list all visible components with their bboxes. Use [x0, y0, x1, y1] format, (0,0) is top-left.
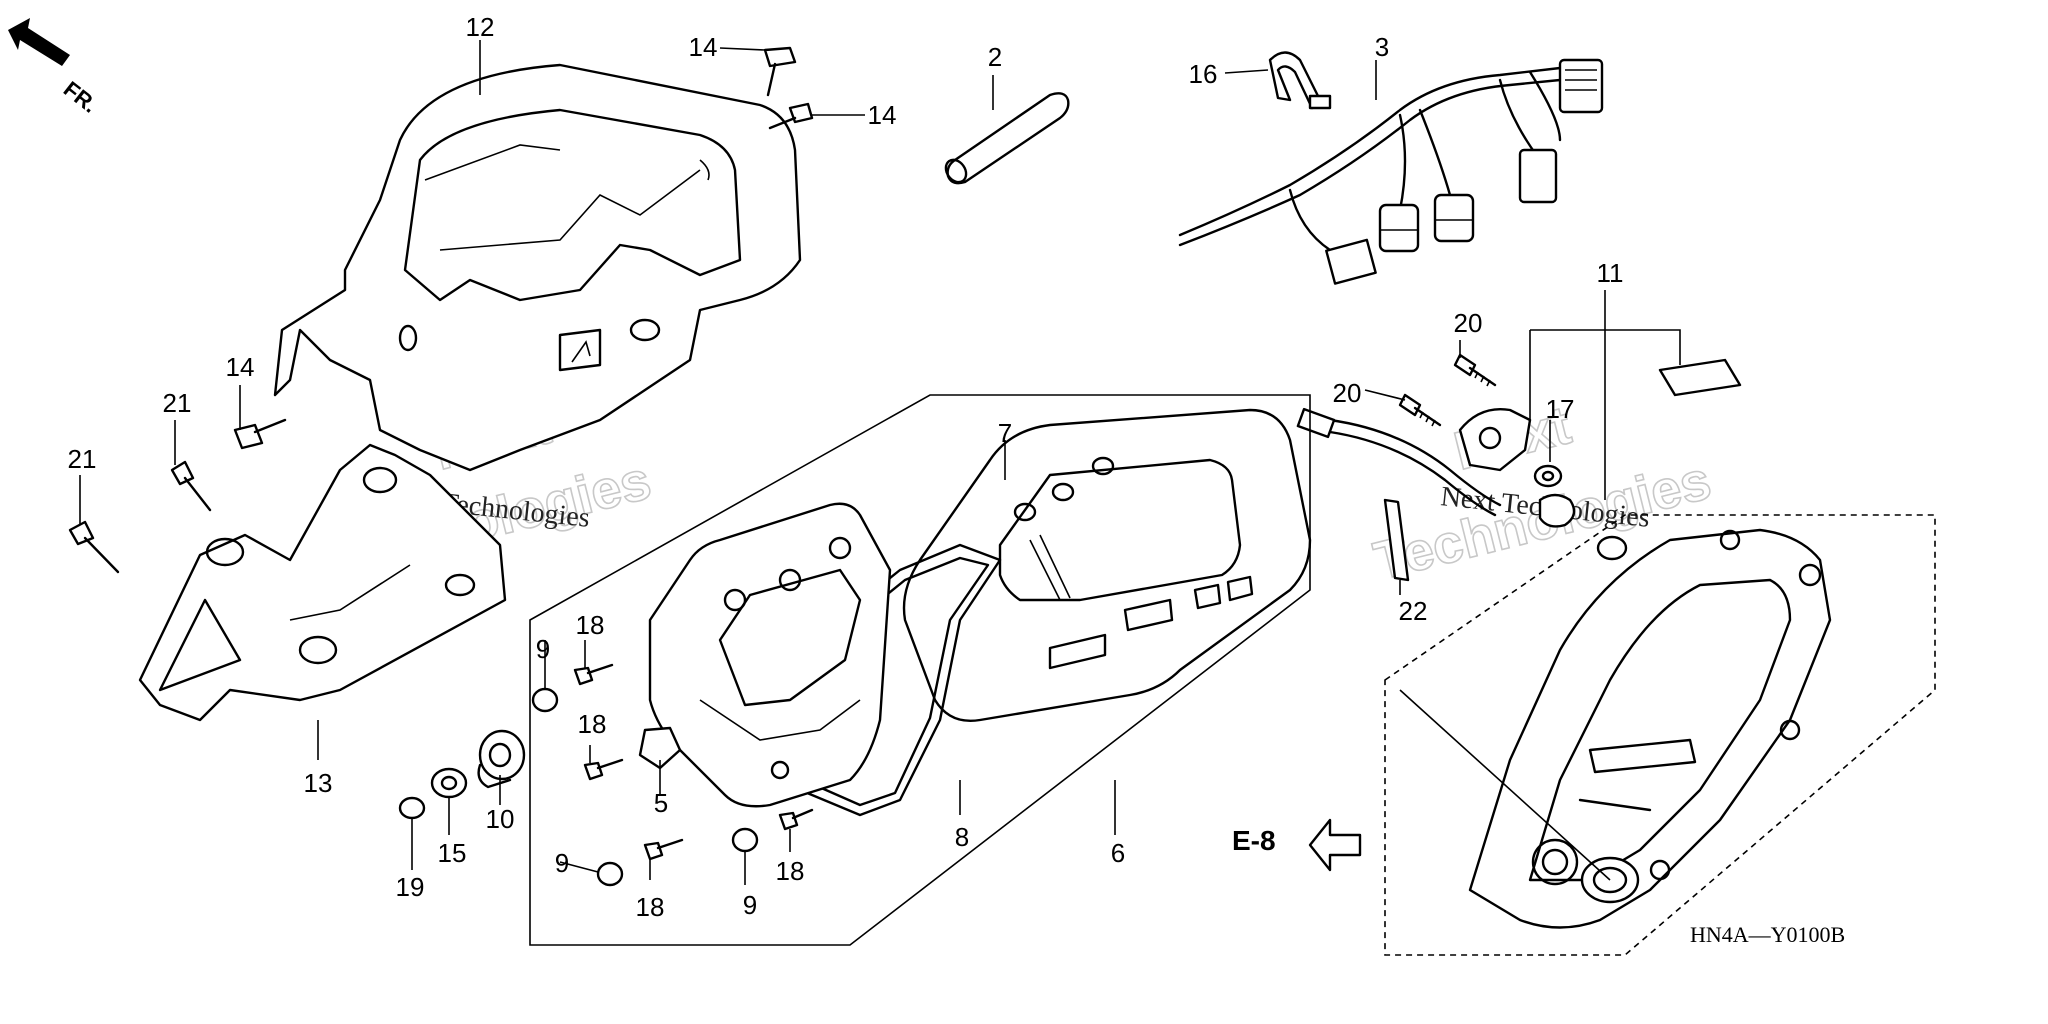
callout-number: 18: [578, 709, 607, 739]
wire-harness-part: [1178, 58, 1604, 285]
meter-assembly-part: [529, 394, 1311, 946]
clip-part: [1268, 51, 1332, 110]
front-direction-indicator: FR.: [8, 18, 102, 118]
callout-number: 3: [1375, 32, 1389, 62]
callout-number: 14: [226, 352, 255, 382]
callout-number: 9: [555, 848, 569, 878]
callout-number: 14: [689, 32, 718, 62]
callout-number: 10: [486, 804, 515, 834]
reference-arrow: E-8: [1232, 818, 1362, 872]
tube-part: [944, 92, 1070, 185]
arrow-left-icon: [1308, 818, 1362, 872]
callout-number: 12: [466, 12, 495, 42]
lower-case-part: [1384, 514, 1936, 956]
callout-number: 19: [396, 872, 425, 902]
hardware-top-left: [68, 46, 814, 574]
callout-number: 17: [1546, 394, 1575, 424]
callout-number: 18: [776, 856, 805, 886]
diagram-code: HN4A—Y0100B: [1690, 922, 1845, 947]
reference-label: E-8: [1232, 825, 1276, 856]
callouts: 12 14 14 14 2 16 3 11 20 20 17 22 21 21 …: [68, 12, 1624, 922]
callout-number: 13: [304, 768, 333, 798]
callout-number: 20: [1454, 308, 1483, 338]
callout-number: 5: [654, 788, 668, 818]
callout-number: 9: [536, 634, 550, 664]
callout-number: 20: [1333, 378, 1362, 408]
callout-number: 8: [955, 822, 969, 852]
front-direction-label: FR.: [59, 76, 102, 118]
meter-cover-part: [273, 63, 802, 472]
callout-number: 6: [1111, 838, 1125, 868]
callout-number: 22: [1399, 596, 1428, 626]
meter-bracket-part: [138, 443, 507, 722]
callout-number: 2: [988, 42, 1002, 72]
callout-number: 11: [1597, 258, 1624, 288]
meter-case-part: [902, 408, 1312, 722]
callout-number: 21: [68, 444, 97, 474]
callout-number: 21: [163, 388, 192, 418]
callout-number: 14: [868, 100, 897, 130]
speed-sensor-part: [1296, 329, 1742, 528]
callout-number: 7: [998, 418, 1012, 448]
front-arrow-icon: [8, 18, 70, 66]
callout-number: 18: [636, 892, 665, 922]
leader-lines: [79, 40, 1606, 885]
callout-number: 9: [743, 890, 757, 920]
callout-number: 18: [576, 610, 605, 640]
hardware-left: [398, 663, 814, 887]
callout-number: 15: [438, 838, 467, 868]
callout-number: 16: [1189, 59, 1218, 89]
